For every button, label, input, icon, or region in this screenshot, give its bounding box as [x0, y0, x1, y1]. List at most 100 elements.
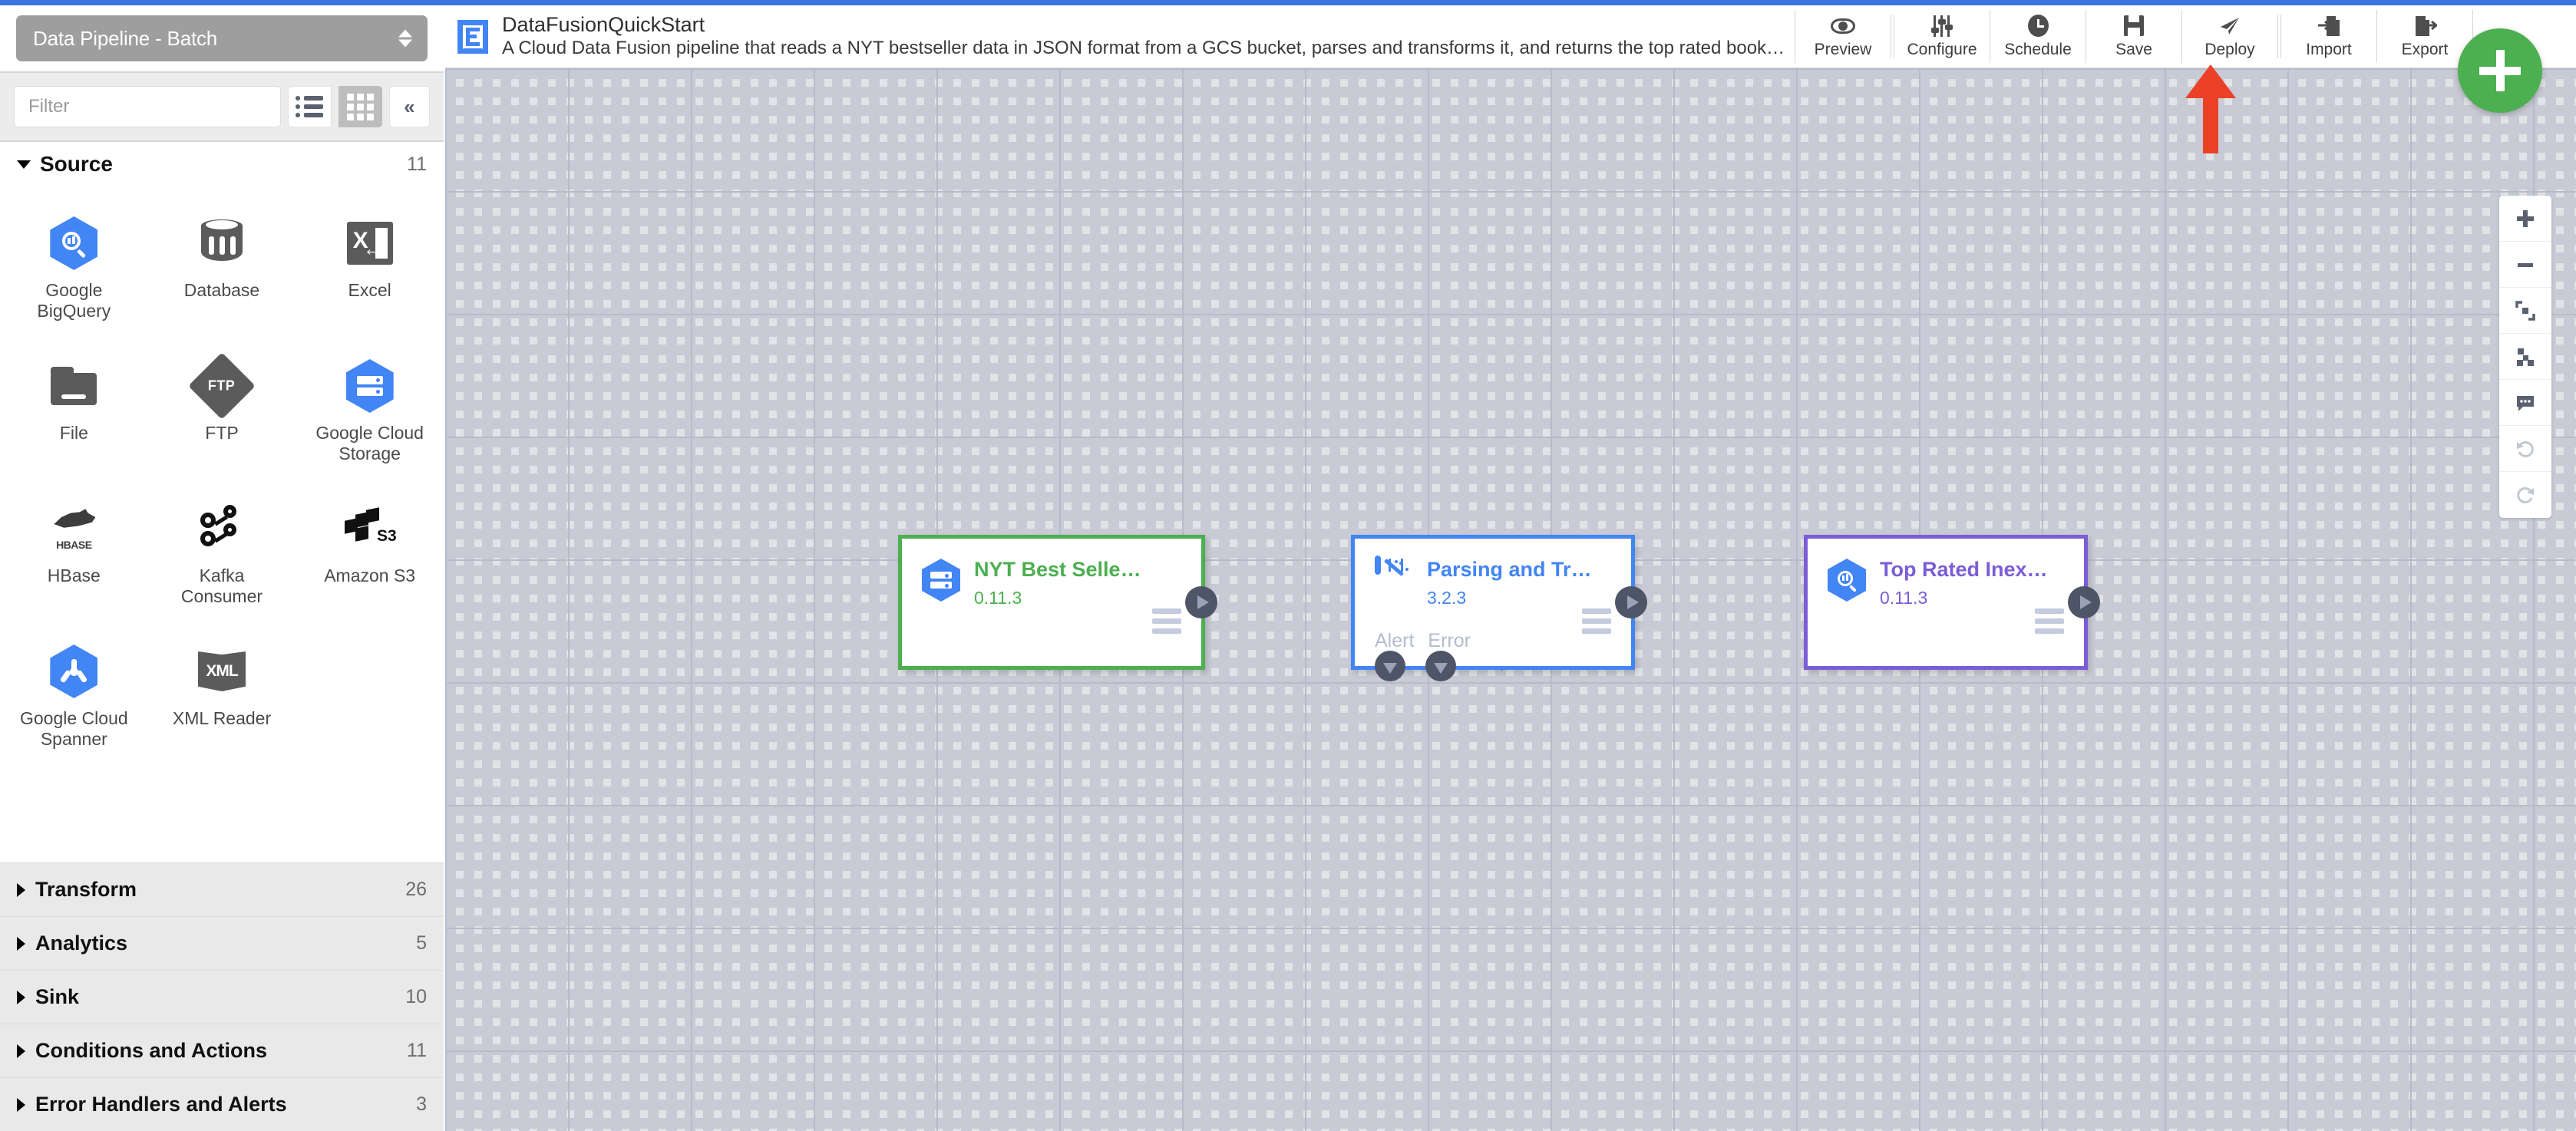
clock-icon	[2027, 15, 2049, 38]
zoom-in-button[interactable]	[2499, 196, 2551, 242]
chevron-right-icon	[17, 882, 25, 897]
ftp-icon: FTP	[188, 352, 256, 420]
pipeline-meta: DataFusionQuickStart A Cloud Data Fusion…	[502, 13, 1785, 60]
pipeline-node-sink[interactable]: Top Rated Inex… 0.11.3	[1804, 535, 2100, 670]
node-menu-icon[interactable]	[2035, 608, 2064, 634]
pipeline-header: DataFusionQuickStart A Cloud Data Fusion…	[445, 5, 2576, 68]
align-nodes-icon	[2517, 348, 2534, 366]
toolbar-divider	[2472, 10, 2473, 63]
category-count: 3	[416, 1093, 427, 1115]
pipeline-node-source[interactable]: NYT Best Selle… 0.11.3	[898, 535, 1217, 670]
toolbar-label: Deploy	[2204, 40, 2255, 58]
google-cloud-storage-icon	[922, 559, 960, 602]
deploy-annotation-arrow	[2184, 63, 2237, 153]
plugin-label: Database	[183, 280, 260, 300]
sidebar-category-analytics[interactable]: Analytics 5	[0, 916, 444, 970]
file-folder-icon	[48, 360, 100, 412]
plugin-label: Google BigQuery	[37, 280, 111, 321]
alert-port-label: Alert	[1375, 630, 1415, 651]
comments-button[interactable]	[2499, 380, 2551, 426]
node-menu-icon[interactable]	[1152, 608, 1181, 634]
category-count: 10	[405, 986, 427, 1007]
chevron-right-icon	[17, 936, 25, 951]
fit-screen-icon	[2515, 300, 2535, 321]
node-header: Top Rated Inex… 0.11.3	[1808, 539, 2084, 608]
pipeline-node-transform[interactable]: Parsing and Tr… 3.2.3 Alert Error	[1351, 535, 1647, 681]
pipeline-canvas[interactable]: NYT Best Selle… 0.11.3	[445, 68, 2576, 1131]
zoom-out-button[interactable]	[2499, 242, 2551, 288]
chevron-down-icon	[17, 160, 31, 169]
sidebar-category-sink[interactable]: Sink 10	[0, 970, 444, 1024]
plugin-label: Amazon S3	[324, 566, 416, 585]
pipeline-info: DataFusionQuickStart A Cloud Data Fusion…	[445, 5, 1795, 68]
node-error-ports	[1375, 651, 1456, 681]
chevron-right-icon	[17, 1097, 25, 1112]
undo-button[interactable]	[2499, 426, 2551, 472]
node-output-port[interactable]	[2068, 586, 2100, 618]
filter-row: «	[0, 73, 444, 142]
collapse-sidebar-button[interactable]: «	[388, 86, 431, 127]
toolbar-divider	[2376, 10, 2377, 63]
configure-button[interactable]: Configure	[1894, 5, 1990, 68]
pipeline-description: A Cloud Data Fusion pipeline that reads …	[502, 38, 1785, 59]
node-text: NYT Best Selle… 0.11.3	[974, 558, 1141, 608]
export-button[interactable]: Export	[2377, 5, 2472, 68]
plugin-ftp[interactable]: FTP FTP	[148, 348, 296, 490]
node-output-port[interactable]	[1615, 586, 1647, 618]
toolbar-label: Configure	[1907, 40, 1977, 58]
plugin-database[interactable]: Database	[148, 205, 296, 348]
plugin-google-cloud-spanner[interactable]: Google Cloud Spanner	[0, 633, 148, 776]
pipeline-type-select[interactable]: Data Pipeline - Batch	[16, 15, 428, 61]
sidebar-category-conditions-and-actions[interactable]: Conditions and Actions 11	[0, 1024, 444, 1077]
plugin-file[interactable]: File	[0, 348, 148, 490]
node-error-port-labels: Alert Error	[1375, 630, 1471, 652]
sidebar-category-transform[interactable]: Transform 26	[0, 862, 444, 916]
category-label: Conditions and Actions	[35, 1039, 267, 1062]
alert-output-port[interactable]	[1375, 651, 1405, 681]
google-bigquery-icon	[1828, 559, 1866, 602]
plugin-google-cloud-storage[interactable]: Google Cloud Storage	[296, 348, 444, 490]
search-input[interactable]	[14, 86, 281, 127]
node-title: NYT Best Selle…	[974, 558, 1141, 581]
category-label: Error Handlers and Alerts	[35, 1093, 287, 1116]
export-document-icon	[2413, 15, 2437, 38]
save-button[interactable]: Save	[2086, 5, 2181, 68]
node-text: Top Rated Inex… 0.11.3	[1880, 558, 2048, 608]
redo-button[interactable]	[2499, 472, 2551, 518]
deploy-button[interactable]: Deploy	[2182, 5, 2277, 68]
pipeline-toolbar: Preview Configure Schedule	[1795, 5, 2576, 68]
import-button[interactable]: Import	[2281, 5, 2376, 68]
toolbar-divider	[1891, 10, 1894, 63]
plugin-amazon-s3[interactable]: S3 Amazon S3	[296, 490, 444, 633]
node-menu-icon[interactable]	[1582, 608, 1611, 634]
plugin-kafka-consumer[interactable]: Kafka Consumer	[148, 490, 296, 633]
wrangler-icon	[1375, 556, 1413, 602]
plugin-xml-reader[interactable]: XML XML Reader	[148, 633, 296, 776]
undo-icon	[2517, 440, 2534, 457]
plugin-label: HBase	[47, 566, 101, 585]
schedule-button[interactable]: Schedule	[1990, 5, 2086, 68]
fit-to-screen-button[interactable]	[2499, 288, 2551, 334]
node-title: Parsing and Tr…	[1427, 558, 1592, 581]
preview-button[interactable]: Preview	[1795, 5, 1891, 68]
sidebar-category-error-handlers-and-alerts[interactable]: Error Handlers and Alerts 3	[0, 1077, 444, 1131]
node-output-port[interactable]	[1185, 586, 1217, 618]
grid-view-toggle[interactable]	[338, 86, 382, 127]
error-output-port[interactable]	[1425, 651, 1456, 681]
pipeline-type-value: Data Pipeline - Batch	[33, 26, 218, 50]
amazon-s3-icon: S3	[344, 503, 397, 555]
toolbar-label: Export	[2401, 40, 2449, 58]
sidebar-category-source[interactable]: Source 11	[0, 142, 444, 186]
top-accent-bar	[0, 0, 2576, 5]
plugin-label: Excel	[348, 280, 391, 300]
list-view-toggle[interactable]	[288, 86, 332, 127]
add-plugin-fab-button[interactable]	[2458, 28, 2542, 113]
plugin-hbase[interactable]: HBASE HBase	[0, 490, 148, 633]
align-nodes-button[interactable]	[2499, 334, 2551, 380]
grid-view-icon	[346, 93, 374, 120]
category-count: 5	[416, 932, 427, 954]
plugin-excel[interactable]: X← Excel	[296, 205, 444, 348]
plugin-google-bigquery[interactable]: Google BigQuery	[0, 205, 148, 348]
redo-icon	[2517, 487, 2534, 503]
category-label: Source	[40, 152, 113, 176]
